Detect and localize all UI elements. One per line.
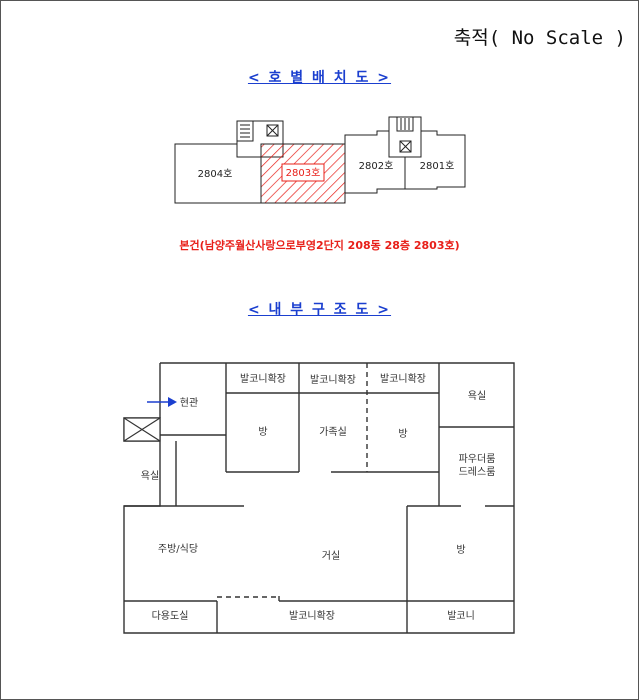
room-label-room-mid: 방	[398, 428, 407, 440]
unit-2803-label: 2803호	[286, 167, 321, 179]
interior-heading: < 내 부 구 조 도 >	[1, 299, 638, 319]
subject-address: 본건(남양주월산사랑으로부영2단지 208동 28층 2803호)	[179, 239, 460, 252]
room-label-family-room: 가족실	[319, 426, 347, 438]
room-label-utility: 다용도실	[152, 610, 189, 622]
stairs-icon	[236, 120, 254, 142]
unit-2803-label-box	[281, 163, 325, 182]
room-label-dress-room: 드레스룸	[459, 466, 496, 478]
room-label-room-left: 방	[258, 426, 267, 438]
room-label-balcony-ext-2: 발코니확장	[310, 374, 356, 386]
interior-heading-text: < 내 부 구 조 도 >	[247, 302, 392, 318]
room-label-living: 거실	[322, 550, 340, 562]
room-label-bath-top: 욕실	[468, 390, 486, 402]
room-label-entrance: 현관	[180, 397, 198, 409]
room-label-kitchen: 주방/식당	[158, 543, 198, 555]
room-label-powder-room: 파우더룸	[459, 453, 496, 465]
room-label-balcony-ext-3: 발코니확장	[380, 373, 426, 385]
room-label-balcony: 발코니	[447, 610, 475, 622]
room-label-balcony-ext-1: 발코니확장	[240, 373, 286, 385]
scale-note: 축적( No Scale )	[453, 27, 626, 49]
unit-2804-label: 2804호	[198, 168, 233, 180]
unit-2801-label: 2801호	[420, 160, 455, 172]
unit-layout-plan: 2804호 2803호 2802호 2801호	[174, 116, 466, 204]
unit-layout-heading: < 호 별 배 치 도 >	[1, 67, 638, 87]
entrance-arrow-head	[168, 397, 177, 407]
unit-2802-label: 2802호	[359, 160, 394, 172]
room-label-room-right: 방	[456, 544, 465, 556]
room-label-balcony-ext-bottom: 발코니확장	[289, 610, 335, 622]
room-label-bath-left: 욕실	[141, 470, 159, 482]
unit-layout-heading-text: < 호 별 배 치 도 >	[247, 70, 392, 86]
